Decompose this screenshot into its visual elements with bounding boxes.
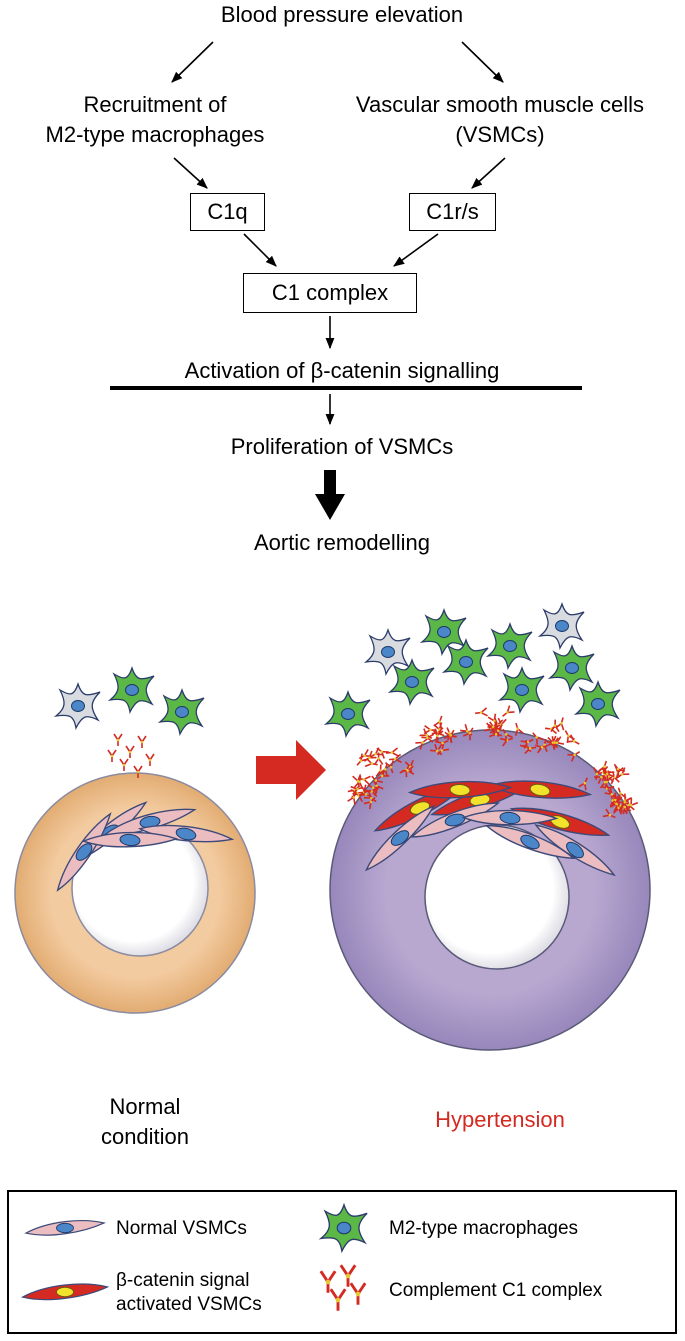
legend-activated-line2: activated VSMCs <box>116 1294 262 1315</box>
label-aortic-remodelling: Aortic remodelling <box>253 530 431 555</box>
label-recruitment-line2: M2-type macrophages <box>45 122 265 147</box>
arrow-to-c1q <box>173 157 208 189</box>
legend-c1-label: Complement C1 complex <box>389 1280 603 1301</box>
title-blood-pressure: Blood pressure elevation <box>220 2 464 27</box>
flow-arrows <box>110 41 582 520</box>
legend-macrophage-label: M2-type macrophages <box>389 1218 579 1239</box>
normal-macrophages <box>55 667 205 735</box>
label-hypertension: Hypertension <box>435 1107 565 1132</box>
bold-arrow-to-remodelling <box>315 470 345 520</box>
box-c1q: C1q <box>190 193 265 231</box>
box-c1q-label: C1q <box>207 199 248 224</box>
label-proliferation: Proliferation of VSMCs <box>230 434 454 459</box>
c1-complex-glyph <box>499 704 516 721</box>
box-c1-complex: C1 complex <box>243 273 417 313</box>
c1-complex-glyph <box>361 750 378 766</box>
arrow-to-recruitment <box>171 41 214 83</box>
arrow-to-c1rs <box>471 157 506 189</box>
box-c1rs-label: C1r/s <box>426 199 479 224</box>
box-c1rs: C1r/s <box>409 193 496 231</box>
label-vsmc-line1: Vascular smooth muscle cells <box>355 92 645 117</box>
red-transition-arrow <box>256 740 326 800</box>
c1-complex-glyph <box>384 747 400 758</box>
label-normal-line2: condition <box>100 1124 190 1149</box>
arrow-c1q-to-c1 <box>243 233 277 267</box>
label-vsmc-line2: (VSMCs) <box>455 122 545 147</box>
legend-box <box>7 1190 677 1334</box>
normal-c1-complexes <box>107 733 155 779</box>
arrow-c1rs-to-c1 <box>393 233 439 267</box>
label-recruitment-line1: Recruitment of <box>83 92 227 117</box>
hypertensive-macrophages <box>325 603 621 737</box>
c1-complex-glyph <box>473 707 489 719</box>
hypertensive-aorta <box>329 729 651 1051</box>
arrow-to-vsmc <box>461 41 504 83</box>
normal-aorta <box>14 772 256 1014</box>
label-normal-line1: Normal <box>109 1094 181 1119</box>
box-c1-complex-label: C1 complex <box>271 280 389 305</box>
legend-normal-vsmc-label: Normal VSMCs <box>116 1218 247 1239</box>
legend-activated-line1: β-catenin signal <box>116 1270 250 1291</box>
label-activation: Activation of β-catenin signalling <box>184 358 500 383</box>
